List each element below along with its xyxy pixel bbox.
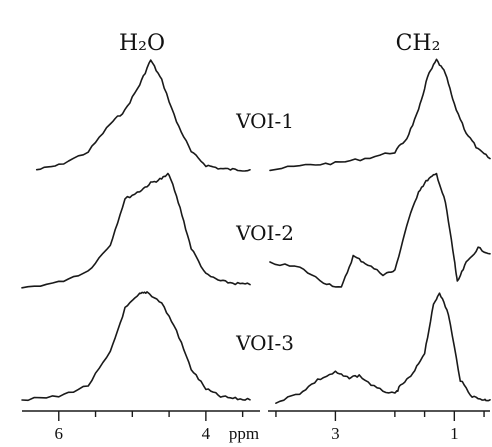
h2o-tick-label-6: 6 [55,424,64,443]
voi-3-ch2-spectrum [275,292,491,405]
ch2-tick-label-3: 3 [331,424,340,443]
h2o-tick-label-4: 4 [202,424,211,443]
voi-1-label: VOI-1 [235,109,294,133]
ch2-peak-label: CH₂ [396,31,441,56]
voi-2-h2o-spectrum [21,172,251,289]
h2o-peak-label: H₂O [119,31,165,56]
x-axis-unit-label: ppm [229,424,259,443]
voi-2-ch2-spectrum [269,172,491,288]
spectra-layer [21,58,491,405]
voi-3-label: VOI-3 [235,331,294,355]
voi-1-ch2-spectrum [269,58,491,172]
voi-2-label: VOI-2 [235,221,294,245]
voi-1-h2o-spectrum [35,59,251,172]
ch2-tick-label-1: 1 [450,424,459,443]
voi-3-h2o-spectrum [21,291,251,402]
tick-layer: 6 4 3 1 [55,411,485,443]
